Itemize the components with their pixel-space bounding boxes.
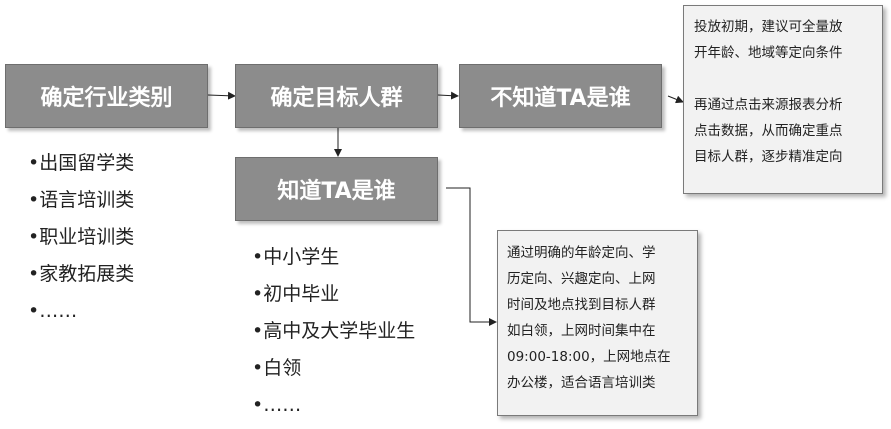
step-audience-label: 确定目标人群 [270, 86, 403, 111]
audience-list: •中小学生 •初中毕业 •高中及大学毕业生 •白领 •…… [252, 244, 415, 429]
note-line: 09:00-18:00，上网地点在 [507, 349, 671, 365]
list-item: •中小学生 [252, 246, 340, 268]
step-unknown-ta-box: 不知道TA是谁 [459, 64, 662, 128]
arrow-audience-to-unknown [437, 91, 459, 100]
step-industry-box: 确定行业类别 [5, 64, 208, 128]
list-item: •职业培训类 [28, 226, 135, 248]
list-item: •高中及大学毕业生 [252, 320, 416, 342]
note-line [694, 66, 882, 92]
note-line: 开年龄、地域等定向条件 [694, 45, 843, 61]
note-line: 办公楼，适合语言培训类 [507, 375, 656, 391]
note-line: 目标人群，逐步精准定向 [694, 149, 843, 165]
note-unknown-ta: 投放初期，建议可全量放 开年龄、地域等定向条件 再通过点击来源报表分析 点击数据… [683, 5, 883, 194]
list-item: •白领 [252, 357, 302, 379]
industry-list: •出国留学类 •语言培训类 •职业培训类 •家教拓展类 •…… [28, 150, 134, 335]
note-line: 如白领，上网时间集中在 [507, 323, 656, 339]
step-audience-box: 确定目标人群 [235, 64, 438, 128]
arrow-known-to-note [446, 187, 497, 326]
note-line: 投放初期，建议可全量放 [694, 19, 843, 35]
list-item: •语言培训类 [28, 189, 135, 211]
list-item: •初中毕业 [252, 283, 340, 305]
note-line: 历定向、兴趣定向、上网 [507, 271, 656, 287]
step-known-ta-box: 知道TA是谁 [235, 157, 438, 221]
note-line: 时间及地点找到目标人群 [507, 297, 656, 313]
arrow-industry-to-audience [207, 91, 236, 100]
note-line: 通过明确的年龄定向、学 [507, 245, 656, 261]
step-unknown-ta-label: 不知道TA是谁 [490, 86, 631, 111]
list-item: •出国留学类 [28, 152, 135, 174]
step-known-ta-label: 知道TA是谁 [277, 179, 396, 204]
note-line: 点击数据，从而确定重点 [694, 123, 843, 139]
note-known-ta: 通过明确的年龄定向、学 历定向、兴趣定向、上网 时间及地点找到目标人群 如白领，… [497, 230, 698, 416]
arrow-unknown-to-note [667, 95, 684, 104]
note-line: 再通过点击来源报表分析 [694, 97, 843, 113]
step-industry-label: 确定行业类别 [40, 86, 173, 111]
list-item: •…… [252, 394, 302, 416]
list-item: •…… [28, 300, 78, 322]
list-item: •家教拓展类 [28, 263, 135, 285]
